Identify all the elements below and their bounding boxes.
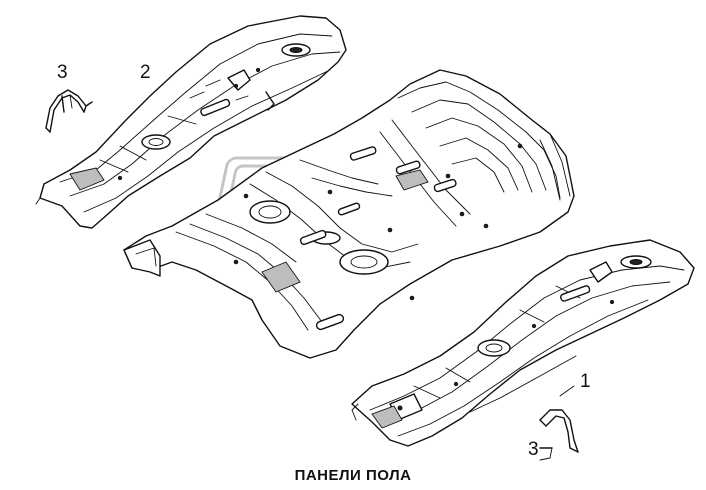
callout-part-3-upper: 3 bbox=[57, 62, 68, 83]
left-side-floor-panel bbox=[35, 15, 347, 229]
callout-part-1: 1 bbox=[580, 371, 591, 392]
right-side-floor-panel bbox=[351, 239, 695, 447]
upper-mounting-bracket bbox=[45, 89, 93, 133]
callout-part-2: 2 bbox=[140, 62, 151, 83]
leader-lines bbox=[559, 385, 575, 397]
lower-mounting-bracket bbox=[539, 409, 579, 461]
diagram-caption: ПАНЕЛИ ПОЛА bbox=[294, 467, 412, 484]
main-floor-panel bbox=[123, 69, 575, 359]
callout-part-3-lower: 3 bbox=[528, 439, 539, 460]
